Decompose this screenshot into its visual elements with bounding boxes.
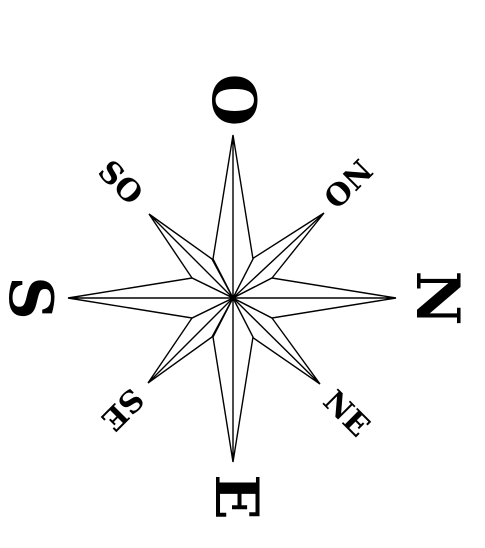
- label-bottom-left: SE: [94, 381, 150, 437]
- label-bottom: E: [201, 474, 271, 520]
- label-bottom-right: NE: [316, 384, 376, 444]
- label-top: O: [198, 74, 268, 126]
- label-top-right: NO: [316, 152, 379, 215]
- label-right: N: [402, 271, 472, 326]
- label-top-left: SO: [91, 154, 150, 213]
- label-left: S: [0, 276, 65, 319]
